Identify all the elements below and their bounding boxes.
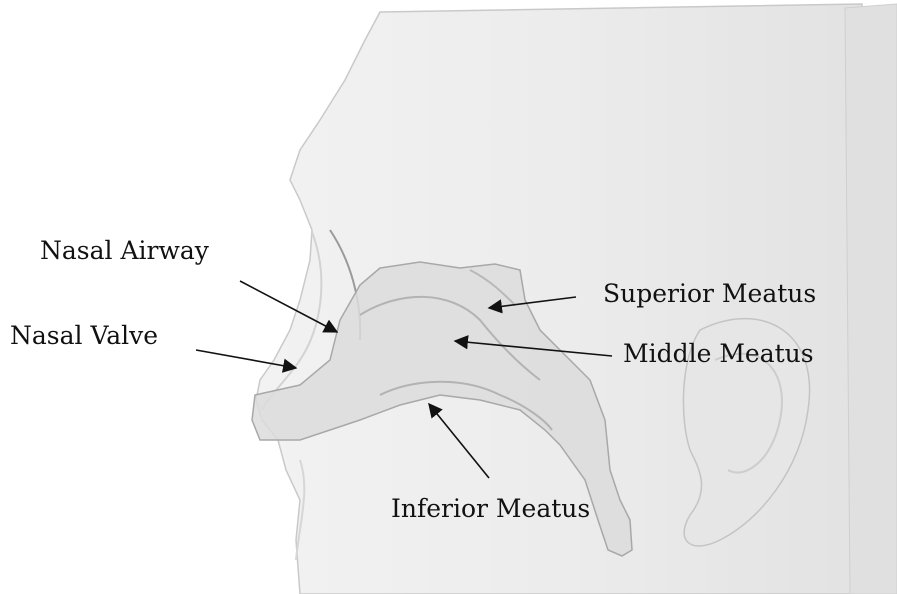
superior-meatus-label: Superior Meatus <box>603 281 816 306</box>
inferior-meatus-label: Inferior Meatus <box>391 496 590 521</box>
nasal-valve-label: Nasal Valve <box>10 323 158 348</box>
middle-meatus-label: Middle Meatus <box>623 341 814 366</box>
nasal-airway-label: Nasal Airway <box>40 238 209 263</box>
head-side-plane <box>845 4 897 594</box>
